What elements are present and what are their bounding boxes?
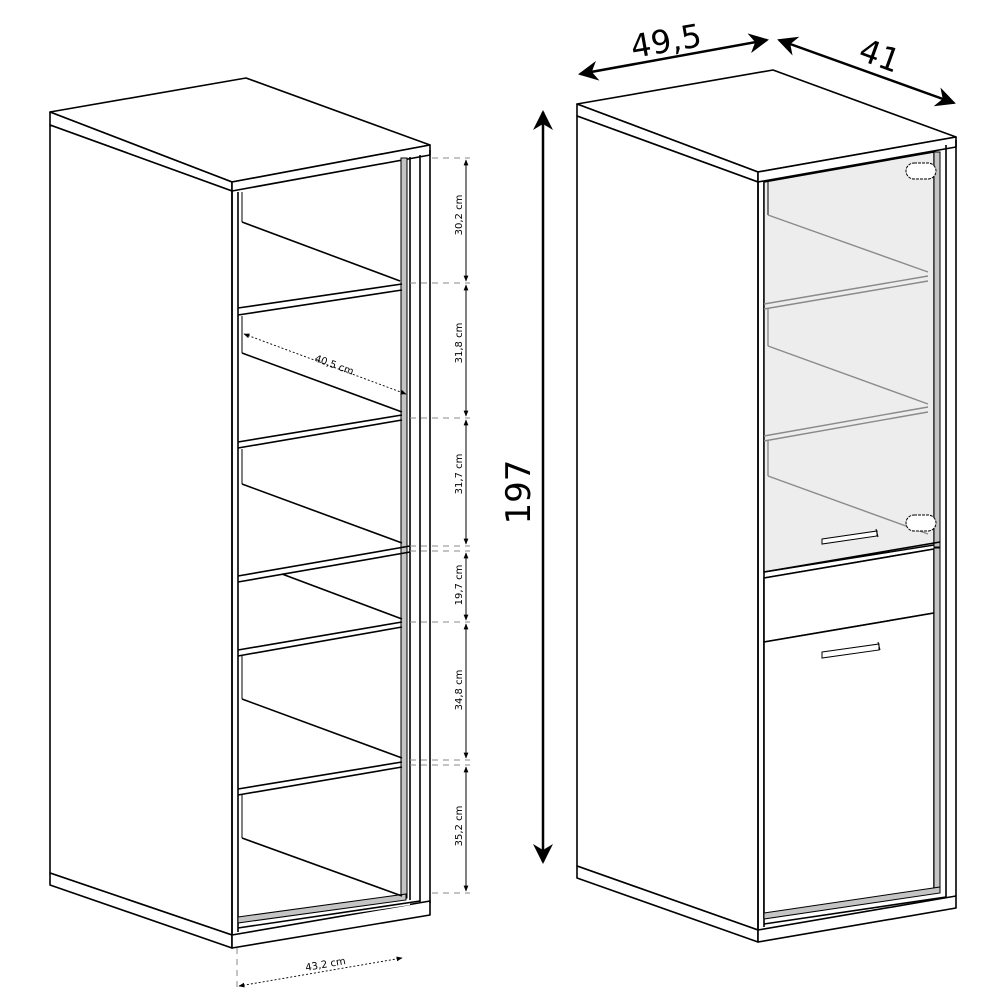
glass-door-hinges <box>905 162 937 532</box>
height-dimension: 197 <box>499 110 553 864</box>
bottom-width-label: 43,2 cm <box>305 956 347 974</box>
shelf-spacing-label-6: 35,2 cm <box>454 806 465 847</box>
left-right-gray-rail <box>400 157 408 899</box>
left-shelves <box>237 221 411 897</box>
shelf-spacing-dimensions: 30,2 cm 31,8 cm 31,7 cm 19,7 cm 34,8 cm … <box>410 157 470 894</box>
glass-door[interactable] <box>763 151 935 573</box>
lower-door[interactable] <box>763 612 935 919</box>
left-cabinet-view: 40,5 cm 43,2 cm 30,2 cm 31,8 <box>49 77 470 992</box>
right-plinth-front <box>757 895 957 943</box>
glass-shelves <box>763 214 929 535</box>
shelf-spacing-label-1: 30,2 cm <box>454 195 465 236</box>
shelf-spacing-label-4: 19,7 cm <box>454 565 465 606</box>
right-side-panel <box>576 115 759 931</box>
bottom-width-dimension: 43,2 cm <box>236 948 403 992</box>
lower-door-handle[interactable] <box>821 641 881 659</box>
right-cabinet-view: 197 49,5 41 <box>499 16 957 943</box>
hinge-bottom-icon <box>905 514 937 532</box>
width-label: 49,5 <box>628 16 705 66</box>
shelf-spacing-label-2: 31,8 cm <box>454 323 465 364</box>
depth-label: 41 <box>854 31 905 81</box>
right-lower-gray-rail <box>933 547 941 892</box>
width-dimension: 49,5 <box>578 16 769 81</box>
left-plinth-front <box>231 900 431 949</box>
shelf-spacing-label-3: 31,7 cm <box>454 454 465 495</box>
right-bottom-gray-rail <box>763 886 941 920</box>
left-bottom-gray-rail <box>237 893 407 924</box>
glass-door-handle[interactable] <box>821 528 879 545</box>
height-label: 197 <box>499 460 539 525</box>
shelf-spacing-label-5: 34,8 cm <box>454 670 465 711</box>
hinge-top-icon <box>905 162 937 180</box>
right-glass-rail <box>933 151 941 548</box>
left-side-panel <box>49 124 233 936</box>
